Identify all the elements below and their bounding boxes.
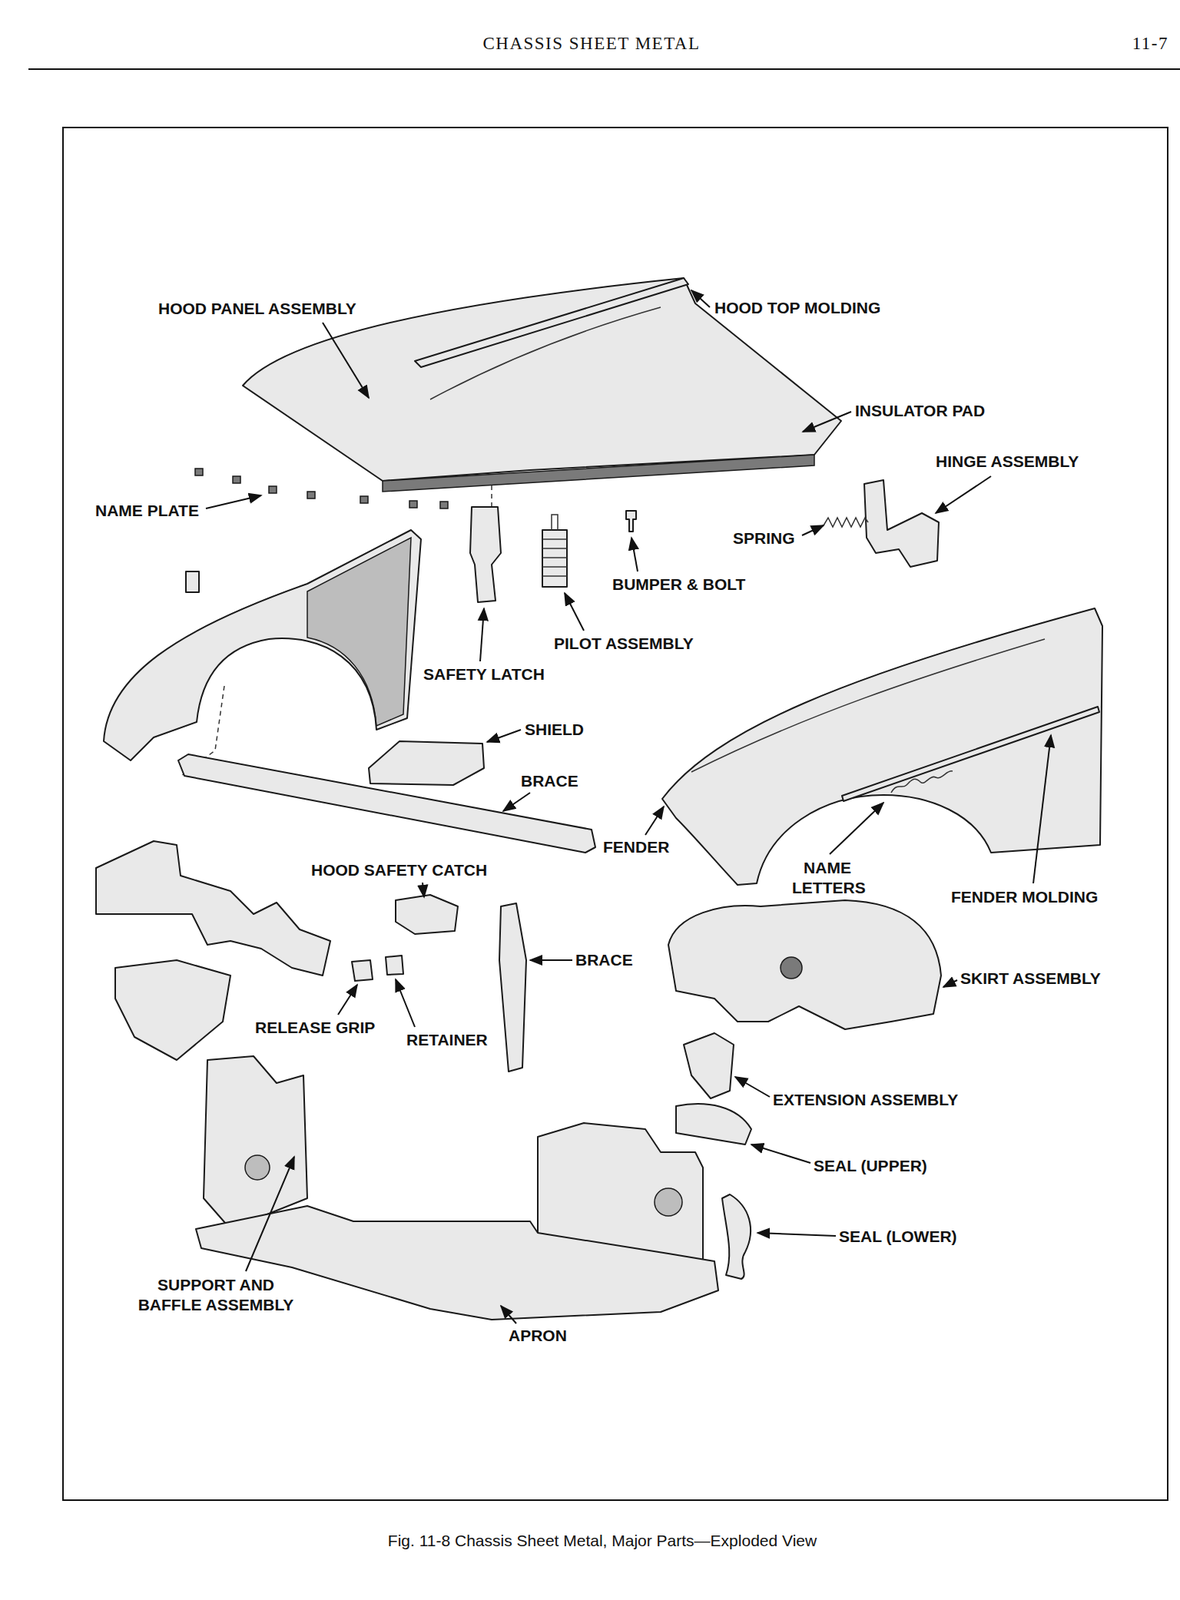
leader-line xyxy=(631,537,638,572)
part-label: PILOT ASSEMBLY xyxy=(553,633,694,654)
part-label: HOOD SAFETY CATCH xyxy=(311,860,488,881)
fender-ridge xyxy=(691,639,1045,773)
brace xyxy=(178,754,596,853)
part-label: RELEASE GRIP xyxy=(255,1017,375,1038)
extension-assembly xyxy=(683,1033,734,1099)
retainer xyxy=(385,955,404,975)
dashed-guide xyxy=(490,485,493,509)
part-label: SEAL (UPPER) xyxy=(813,1156,928,1177)
part-label: NAME LETTERS xyxy=(792,858,863,899)
spring xyxy=(823,517,869,528)
part-label: BRACE xyxy=(520,771,579,792)
left-skirt xyxy=(96,841,331,976)
leader-line xyxy=(829,802,884,855)
leader-line xyxy=(422,882,425,898)
leader-line xyxy=(487,729,521,743)
leader-line xyxy=(1033,735,1051,884)
leader-line xyxy=(500,1305,517,1324)
leader-line xyxy=(338,984,358,1015)
leader-line xyxy=(564,593,584,631)
skirt-assembly xyxy=(668,900,942,1030)
hood-safety-catch xyxy=(395,894,458,935)
leader-line xyxy=(943,980,958,988)
part-label: SKIRT ASSEMBLY xyxy=(960,968,1101,989)
page-number: 11-7 xyxy=(1132,33,1169,54)
part-label: FENDER xyxy=(603,837,670,858)
leader-line xyxy=(245,1156,295,1272)
safety-latch xyxy=(470,507,501,603)
part-label: HOOD TOP MOLDING xyxy=(714,298,881,319)
part-label: BUMPER & BOLT xyxy=(612,574,746,595)
leader-line xyxy=(757,1233,836,1237)
left-extension xyxy=(115,960,231,1061)
part-label: BRACE xyxy=(575,950,634,971)
leader-line xyxy=(205,495,262,509)
hood-top-molding xyxy=(414,278,689,368)
baffle-hole xyxy=(654,1188,683,1217)
leader-line xyxy=(480,608,484,662)
leader-line xyxy=(322,322,369,398)
leader-line xyxy=(751,1144,811,1164)
release-grip xyxy=(351,960,373,982)
hinge-assembly xyxy=(864,480,939,567)
leader-line xyxy=(802,411,852,432)
part-label: SUPPORT AND BAFFLE ASSEMBLY xyxy=(135,1275,297,1316)
leader-line xyxy=(691,290,710,308)
leader-line xyxy=(802,525,824,536)
right-fender xyxy=(662,608,1103,885)
bumper-bolt xyxy=(626,510,637,532)
seal-lower xyxy=(722,1194,751,1280)
part-label: FENDER MOLDING xyxy=(951,887,1098,908)
leader-line xyxy=(395,979,415,1028)
pilot-assembly xyxy=(542,530,567,587)
insulator-pad xyxy=(382,454,815,492)
part-label: EXTENSION ASSEMBLY xyxy=(772,1090,958,1111)
left-fender xyxy=(103,530,421,761)
skirt-hole xyxy=(780,957,803,979)
name-plate xyxy=(195,468,448,509)
fender-molding xyxy=(841,706,1100,802)
name-letters xyxy=(891,771,953,793)
leader-line xyxy=(503,792,531,812)
part-label: SEAL (LOWER) xyxy=(838,1226,958,1247)
part-label: HOOD PANEL ASSEMBLY xyxy=(158,298,357,319)
part-label: HINGE ASSEMBLY xyxy=(935,451,1079,472)
shield xyxy=(368,741,484,786)
leader-line xyxy=(530,959,573,962)
part-label: RETAINER xyxy=(406,1030,488,1051)
part-label: APRON xyxy=(508,1325,567,1346)
leader-lines xyxy=(205,290,1051,1324)
leader-line xyxy=(645,806,664,836)
seal-upper xyxy=(676,1103,752,1145)
page-header: CHASSIS SHEET METAL xyxy=(482,33,700,54)
part-label: NAME PLATE xyxy=(95,500,199,521)
figure-frame xyxy=(62,127,1168,1501)
part-label: SAFETY LATCH xyxy=(423,664,545,685)
pilot-coil xyxy=(542,514,567,577)
part-label: INSULATOR PAD xyxy=(855,401,985,421)
fender-inner-panel xyxy=(307,537,412,726)
header-rule xyxy=(28,68,1180,70)
baffle-hole xyxy=(245,1155,270,1180)
part-label: SPRING xyxy=(732,528,796,549)
fender-block xyxy=(185,571,199,593)
support-left-panel xyxy=(203,1056,308,1230)
leader-line xyxy=(735,1077,770,1098)
vertical-brace xyxy=(499,903,527,1072)
part-label: SHIELD xyxy=(524,719,584,740)
figure-caption: Fig. 11-8 Chassis Sheet Metal, Major Par… xyxy=(387,1531,817,1551)
leader-line xyxy=(935,476,992,514)
